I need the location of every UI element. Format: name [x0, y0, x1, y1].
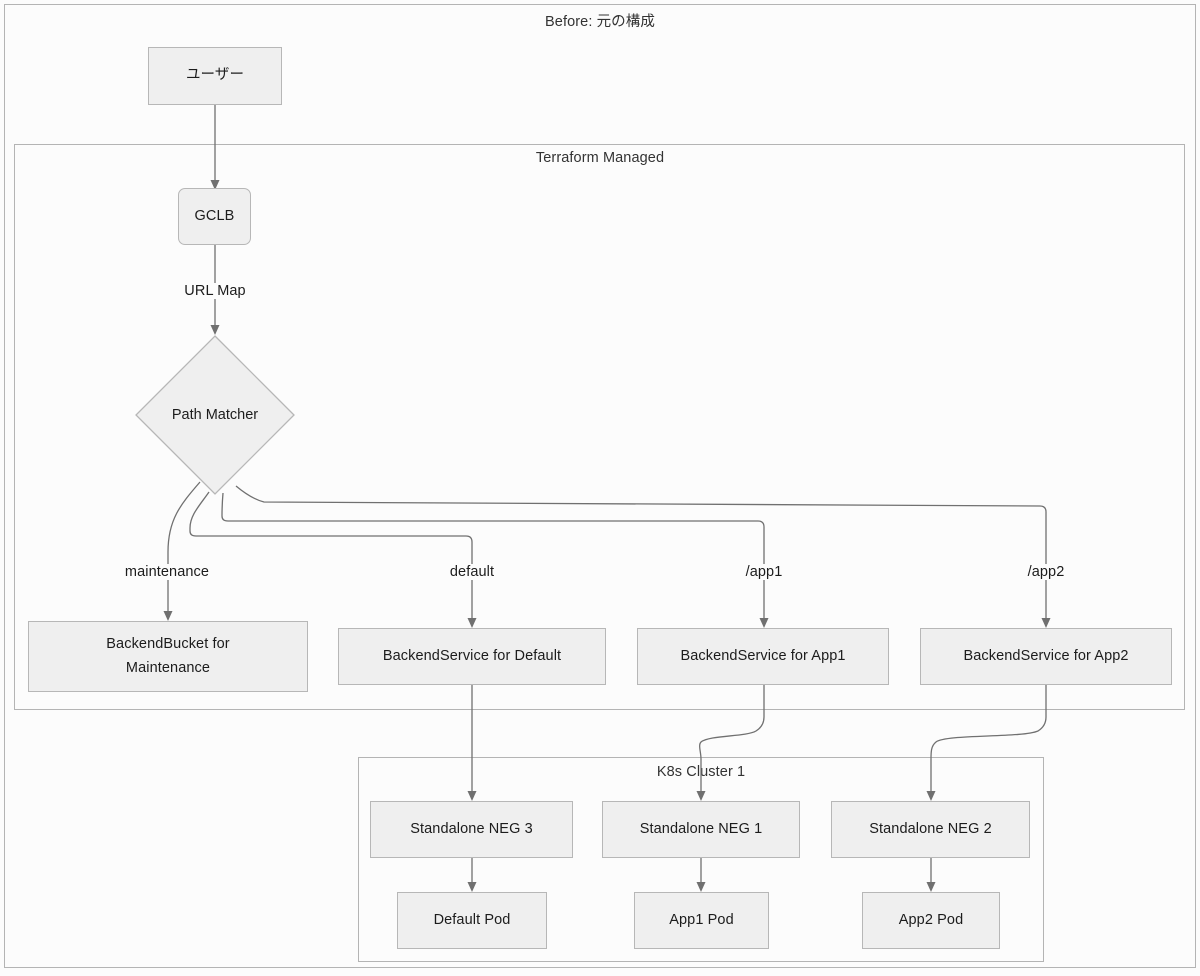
diagram-title: Before: 元の構成	[545, 14, 655, 30]
edge-label-default: default	[446, 564, 498, 580]
node-backendservice-for-default[interactable]: BackendService for Default	[338, 628, 606, 685]
node-path-matcher[interactable]: Path Matcher	[135, 335, 295, 495]
node-app1-pod[interactable]: App1 Pod	[634, 892, 769, 949]
node-backendservice-for-app1[interactable]: BackendService for App1	[637, 628, 889, 685]
edge-label-app2: /app2	[1024, 564, 1068, 580]
node-standalone-neg-2[interactable]: Standalone NEG 2	[831, 801, 1030, 858]
edge-label-app1: /app1	[742, 564, 786, 580]
node-default-pod[interactable]: Default Pod	[397, 892, 547, 949]
node-app2-pod[interactable]: App2 Pod	[862, 892, 1000, 949]
node-standalone-neg-3[interactable]: Standalone NEG 3	[370, 801, 573, 858]
edge-label-maintenance: maintenance	[121, 564, 213, 580]
node-gclb[interactable]: GCLB	[178, 188, 251, 245]
edge-label-url-map: URL Map	[181, 283, 249, 299]
node-standalone-neg-1[interactable]: Standalone NEG 1	[602, 801, 800, 858]
node-backendbucket-for-maintenance[interactable]: BackendBucket for Maintenance	[28, 621, 308, 692]
diamond-shape	[135, 335, 295, 495]
node-backendservice-for-app2[interactable]: BackendService for App2	[920, 628, 1172, 685]
node-backendbucket-for-maintenance-label: BackendBucket for Maintenance	[106, 633, 229, 680]
container-k8s-cluster-1-label: K8s Cluster 1	[656, 764, 746, 780]
label-line-1: BackendBucket for	[106, 636, 230, 653]
container-terraform-managed-label: Terraform Managed	[535, 150, 665, 166]
label-line-2: Maintenance	[125, 659, 211, 676]
node-user[interactable]: ユーザー	[148, 47, 282, 105]
